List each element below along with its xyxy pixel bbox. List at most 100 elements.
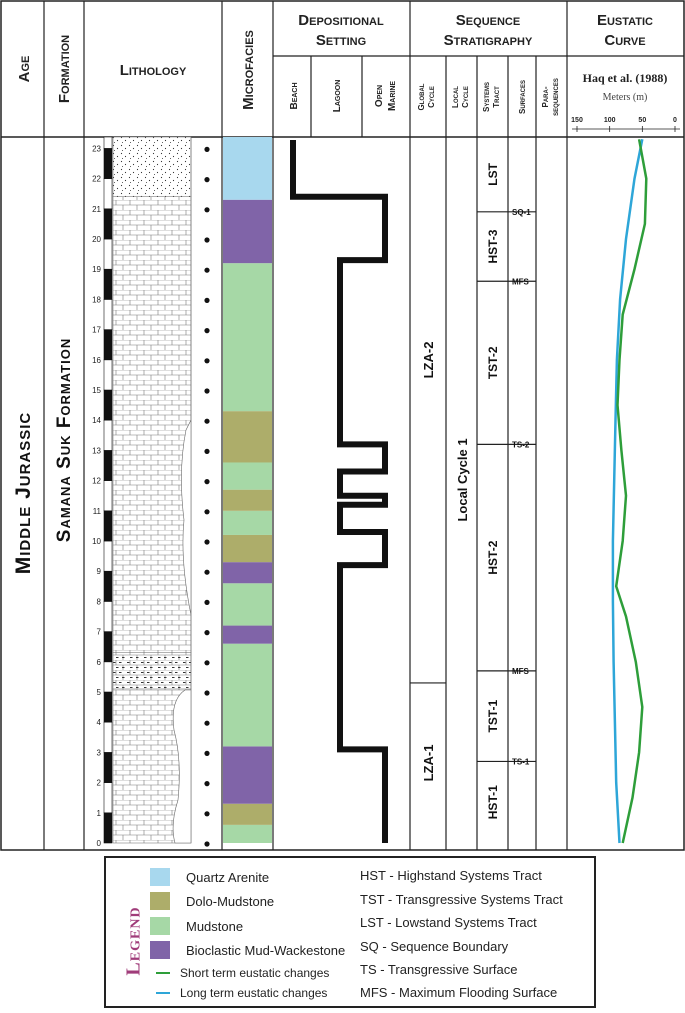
eustatic-curve-header-2: Curve <box>604 32 645 49</box>
scale-number: 5 <box>97 688 102 697</box>
microfacies-header: Microfacies <box>240 30 257 110</box>
scale-segment <box>103 752 113 783</box>
sample-dot <box>204 660 210 666</box>
legend-quartz-arenite: Quartz Arenite <box>150 866 269 888</box>
scale-segment <box>103 148 113 179</box>
scale-number: 14 <box>92 416 101 425</box>
quartz-arenite-swatch <box>150 868 170 886</box>
abbr-hst: HST - Highstand Systems Tract <box>360 868 542 883</box>
scale-number: 19 <box>92 265 101 274</box>
weathering-profile <box>172 137 192 844</box>
scale-number: 8 <box>97 597 102 606</box>
microfacies-bioclastic <box>223 746 272 804</box>
short-term-line-swatch <box>156 972 170 974</box>
abbr-lst: LST - Lowstand Systems Tract <box>360 915 537 930</box>
legend-bioclastic: Bioclastic Mud-Wackestone <box>150 939 345 961</box>
long-term-line-swatch <box>156 992 170 994</box>
sequence-stratigraphy-header-1: Sequence <box>456 12 520 29</box>
scale-number: 20 <box>92 235 101 244</box>
sample-dot <box>204 781 210 787</box>
age-label: Middle Jurassic <box>12 412 35 575</box>
legend-dolo-mudstone: Dolo-Mudstone <box>150 890 274 912</box>
surface-label: MFS <box>512 277 530 286</box>
systems-tract-label: HST-1 <box>486 785 500 819</box>
microfacies-mudstone <box>223 643 272 747</box>
abbr-tst: TST - Transgressive Systems Tract <box>360 892 563 907</box>
eustatic-curve-header-1: Eustatic <box>597 12 653 29</box>
curve-unit: Meters (m) <box>603 92 648 103</box>
scale-number: 12 <box>92 477 101 486</box>
sequence-stratigraphy-header-2: Stratigraphy <box>444 32 533 49</box>
legend: Legend Quartz Arenite Dolo-Mudstone Muds… <box>104 856 596 1008</box>
sample-dot <box>204 418 210 424</box>
scale-segment <box>103 329 113 361</box>
lithology-marly-limestone <box>112 652 192 690</box>
scale-number: 2 <box>97 779 102 788</box>
surface-label: MFS <box>512 667 530 676</box>
scale-segment <box>103 208 113 240</box>
sample-dot <box>204 177 210 183</box>
scale-segment <box>103 359 113 391</box>
scale-number: 23 <box>92 144 101 153</box>
legend-mudstone: Mudstone <box>150 915 243 937</box>
dolo-mudstone-swatch <box>150 892 170 910</box>
scale-segment <box>103 299 113 330</box>
legend-short-term: Short term eustatic changes <box>156 962 329 984</box>
microfacies-dolo_mudstone <box>223 411 272 463</box>
microfacies-bioclastic <box>223 199 272 264</box>
global-cycle-label: LZA-2 <box>421 342 436 379</box>
sample-dot <box>204 599 210 606</box>
scale-number: 15 <box>92 386 101 395</box>
lithology-sandstone <box>112 136 192 197</box>
curve-source: Haq et al. (1988) <box>583 71 668 85</box>
microfacies-mudstone <box>223 462 272 490</box>
scale-number: 6 <box>97 658 102 667</box>
scale-segment <box>103 136 113 149</box>
scale-segment <box>103 661 113 693</box>
abbr-sq: SQ - Sequence Boundary <box>360 939 509 954</box>
abbr-mfs: MFS - Maximum Flooding Surface <box>360 985 558 1000</box>
stratigraphic-chart: Age Formation Lithology Microfacies Depo… <box>0 0 685 851</box>
systems-tract-label: LST <box>486 162 500 185</box>
scale-segment <box>103 178 113 210</box>
short-term-eustatic-curve <box>614 139 648 844</box>
scale-number: 10 <box>92 537 101 546</box>
sample-dot <box>204 146 210 152</box>
scale-number: 11 <box>93 507 102 516</box>
scale-number: 0 <box>97 839 102 848</box>
scale-segment <box>103 691 113 723</box>
parasequences-header-1: Para- <box>541 86 550 107</box>
beach-header: Beach <box>289 82 300 109</box>
microfacies-mudstone <box>223 583 272 626</box>
depositional-setting-header-1: Depositional <box>298 12 384 29</box>
systems-tract-label: TST-1 <box>486 699 500 732</box>
curve-tick-label: 150 <box>571 117 583 124</box>
systems-tract-header-2: Tract <box>492 86 501 108</box>
surface-label: TS-2 <box>512 440 530 449</box>
surfaces-header: Surfaces <box>518 80 527 114</box>
sample-dot <box>204 630 210 636</box>
open-marine-header-2: Marine <box>387 81 398 111</box>
local-cycle-header-2: Cycle <box>461 86 470 108</box>
sample-dot <box>204 267 210 273</box>
microfacies-bioclastic <box>223 625 272 644</box>
sample-dot <box>204 811 210 817</box>
microfacies-dolo_mudstone <box>223 534 272 563</box>
sample-dot <box>204 479 210 485</box>
lagoon-header: Lagoon <box>332 80 343 113</box>
legend-title: Legend <box>122 906 145 976</box>
systems-tract-header-1: Systems <box>482 82 491 112</box>
scale-segment <box>103 389 113 421</box>
sample-dot <box>204 358 210 364</box>
microfacies-dolo_mudstone <box>223 489 272 511</box>
microfacies-bioclastic <box>223 562 272 584</box>
bioclastic-swatch <box>150 941 170 959</box>
global-cycle-header-1: Global <box>417 83 426 110</box>
sample-dot <box>204 539 210 545</box>
sample-dot <box>204 448 210 454</box>
scale-segment <box>103 540 113 572</box>
depositional-setting-header-2: Setting <box>316 32 366 49</box>
scale-segment <box>103 480 113 512</box>
legend-long-term: Long term eustatic changes <box>156 982 327 1004</box>
scale-segment <box>103 268 113 300</box>
